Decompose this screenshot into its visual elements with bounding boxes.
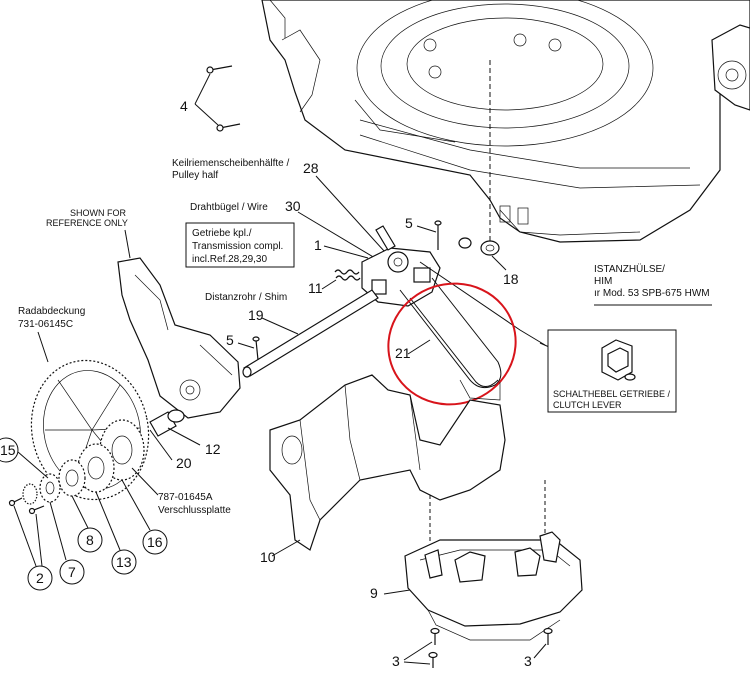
gearbox-label-3: incl.Ref.28,29,30 <box>192 254 267 265</box>
callout-13-group: 13 <box>95 491 137 575</box>
callout-8: 8 <box>86 532 94 548</box>
callout-7: 7 <box>68 564 76 580</box>
callout-3-left: 3 <box>392 653 400 669</box>
screw-4-upper <box>206 65 233 74</box>
wire-label: Drahtbügel / Wire <box>190 202 268 213</box>
callout-20: 20 <box>176 455 192 471</box>
spacer-bushing-18 <box>458 237 500 256</box>
spacer-label-1: ISTANZHÜLSE/ <box>594 263 665 275</box>
spacer-label-3: ır Mod. 53 SPB-675 HWM <box>594 288 710 299</box>
screw-2-a <box>8 497 23 507</box>
axle-shaft <box>242 289 379 378</box>
callout-16-group: 16 <box>121 479 168 555</box>
callout-15-group: 15 <box>0 437 49 479</box>
callout-1: 1 <box>314 237 322 253</box>
pin-5-upper <box>434 220 442 250</box>
callout-2: 2 <box>36 570 44 586</box>
callout-11: 11 <box>308 280 323 296</box>
callout-8-group: 8 <box>71 495 103 553</box>
callout-10: 10 <box>260 549 276 565</box>
clutch-lever-icon <box>601 339 636 381</box>
spring-11 <box>334 269 361 281</box>
callout-2-group: 2 <box>13 505 53 591</box>
screw-3-left <box>430 627 440 645</box>
callout-12: 12 <box>205 441 221 457</box>
callout-7-group: 7 <box>49 501 85 585</box>
screw-3-center <box>428 651 438 668</box>
mower-deck <box>261 0 750 250</box>
pulley-label-en: Pulley half <box>172 170 218 181</box>
callout-13: 13 <box>116 554 132 570</box>
spacer-label-2: HIM <box>594 276 612 287</box>
hubcap-partnumber: 731-06145C <box>18 319 73 330</box>
plate-partnumber: 787-01645A <box>158 492 213 503</box>
callout-21: 21 <box>395 345 411 361</box>
screw-4-lower <box>216 123 241 132</box>
callout-28: 28 <box>303 160 319 176</box>
callout-15: 15 <box>0 442 16 458</box>
drive-bracket <box>117 257 241 419</box>
wire-bail-21 <box>399 261 546 389</box>
gearbox-label-box <box>185 222 295 268</box>
pin-5-lower <box>252 336 260 361</box>
callout-5-lower: 5 <box>226 332 234 348</box>
reference-label-1: SHOWN FOR <box>70 208 126 218</box>
reference-label-2: REFERENCE ONLY <box>46 218 128 228</box>
callout-19: 19 <box>248 307 264 323</box>
clutch-label-2: CLUTCH LEVER <box>553 400 622 410</box>
callout-9: 9 <box>370 585 378 601</box>
hubcap-label: Radabdeckung <box>18 306 85 317</box>
screw-3-right <box>543 627 553 645</box>
callout-30: 30 <box>285 198 301 214</box>
base-housing <box>404 531 583 641</box>
shim-label: Distanzrohr / Shim <box>205 292 287 303</box>
gearbox-label-2: Transmission compl. <box>192 241 283 252</box>
gearbox-label-1: Getriebe kpl./ <box>192 228 252 239</box>
callout-16: 16 <box>147 534 163 550</box>
pulley-label-de: Keilriemenscheibenhälfte / <box>172 158 290 169</box>
screw-2-b <box>28 505 45 515</box>
callout-3-right: 3 <box>524 653 532 669</box>
shaft-end-12 <box>149 409 185 437</box>
callout-4: 4 <box>180 98 188 114</box>
callout-18: 18 <box>503 271 519 287</box>
clutch-label-1: SCHALTHEBEL GETRIEBE / <box>553 389 671 399</box>
callout-5-upper: 5 <box>405 215 413 231</box>
discharge-chute <box>269 374 506 551</box>
rear-wheel-fragment <box>711 24 750 111</box>
plate-label: Verschlussplatte <box>158 505 231 516</box>
